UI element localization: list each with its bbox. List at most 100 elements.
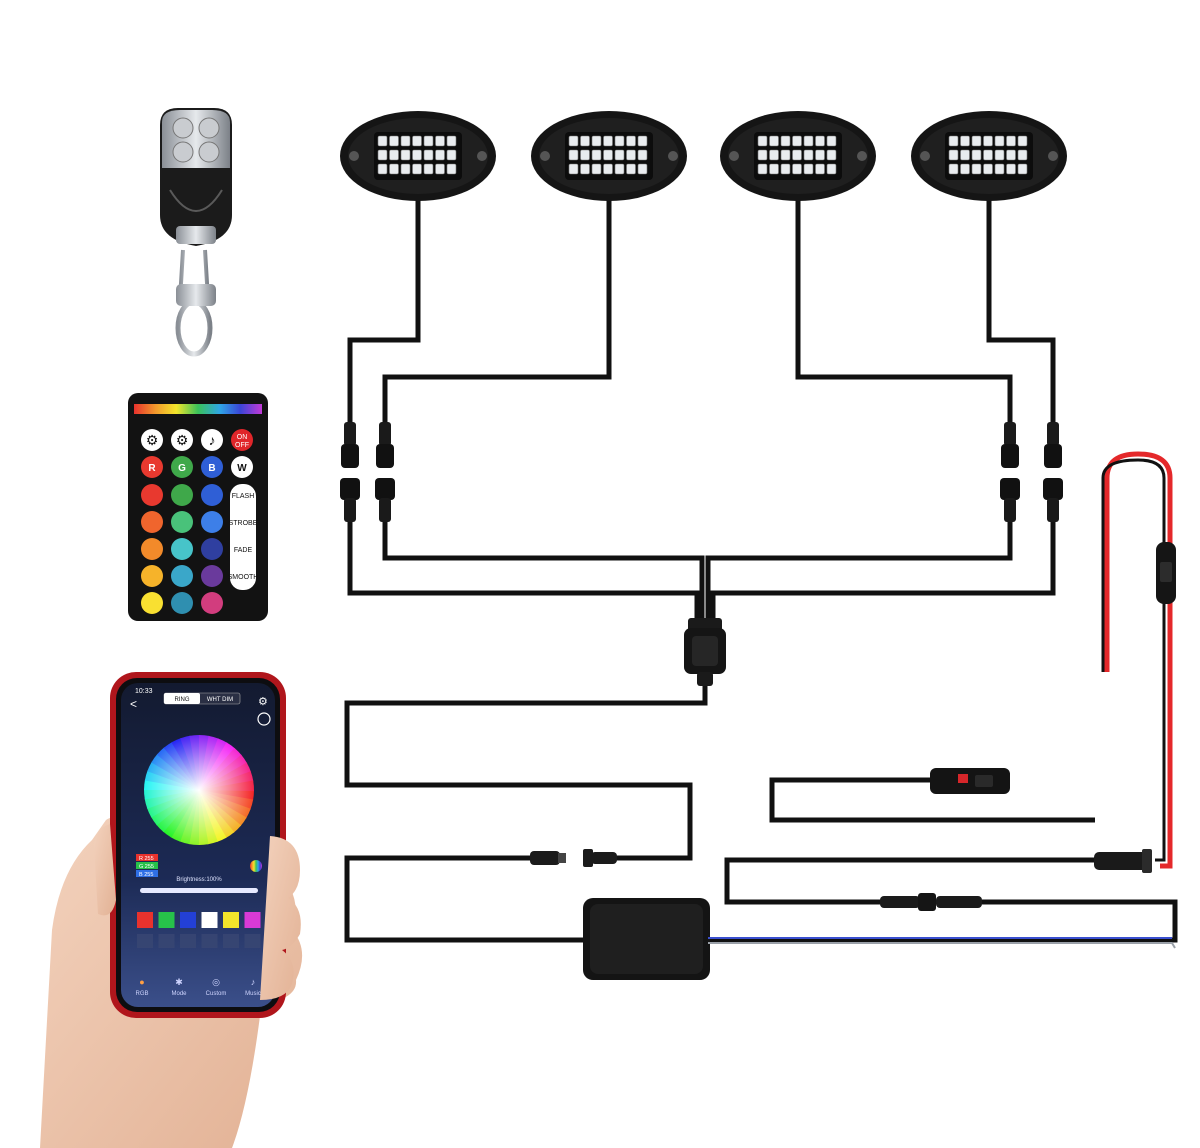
waterproof-connector-pair [1043, 422, 1063, 522]
empty-swatch [180, 934, 196, 948]
brightness-label: Brightness:100% [176, 877, 222, 883]
empty-swatch [137, 934, 153, 948]
back-icon: < [130, 697, 137, 711]
led-chip [580, 135, 590, 147]
remote-color-button [141, 511, 163, 533]
led-chip [603, 135, 613, 147]
led-chip [389, 135, 399, 147]
led-chip [1006, 163, 1016, 175]
led-chip [614, 149, 625, 161]
led-chip [803, 149, 814, 161]
led-chip [446, 163, 457, 175]
led-chip [400, 135, 411, 147]
fob-button [198, 117, 220, 139]
empty-swatch [223, 934, 239, 948]
bluetooth-controller-box [583, 898, 710, 980]
fob-button-grid [172, 117, 220, 163]
led-chip [1017, 135, 1028, 147]
led-chip [792, 135, 802, 147]
led-chip [377, 163, 388, 175]
remote-color-button [201, 538, 223, 560]
phone-screen [121, 683, 275, 1007]
controller-output-connector [880, 893, 982, 911]
svg-text:⚙: ⚙ [176, 432, 189, 448]
led-chip [423, 163, 434, 175]
led-chip [792, 163, 802, 175]
led-chip [435, 135, 445, 147]
remote-rgbw-button [201, 456, 223, 478]
led-chip [826, 135, 837, 147]
remote-color-button [141, 592, 163, 614]
remote-color-button [141, 538, 163, 560]
fob-button [172, 117, 194, 139]
phone-tab: WHT DIM [207, 697, 233, 703]
power-button-label: ON [237, 434, 248, 441]
remote-color-button [171, 565, 193, 587]
led-chip [389, 163, 399, 175]
status-time: 10:33 [135, 688, 153, 695]
led-chip [446, 135, 457, 147]
remote-mode-label: STROBE [229, 520, 258, 527]
led-chip [614, 163, 625, 175]
led-chip [994, 149, 1005, 161]
power-icon [257, 712, 271, 726]
remote-color-button [171, 484, 193, 506]
led-chip [971, 163, 982, 175]
led-chip [446, 149, 457, 161]
pod-1-wire [347, 200, 421, 425]
color-picker-icon [250, 860, 262, 872]
wiring-harness [344, 200, 1178, 943]
gear-icon [171, 429, 193, 451]
bottom-nav-label: Mode [171, 991, 187, 997]
main-trunk-wire [344, 680, 708, 861]
waterproof-connector-pair [1000, 422, 1020, 522]
rock-light-pod [340, 111, 496, 201]
led-chip [377, 149, 388, 161]
gear-icon [141, 429, 163, 451]
remote-rgbw-label: B [208, 463, 215, 474]
led-chip [580, 149, 590, 161]
led-chip [780, 149, 791, 161]
led-chip [757, 149, 768, 161]
led-chip [769, 135, 779, 147]
remote-rgbw-button [141, 456, 163, 478]
led-chip [412, 135, 422, 147]
svg-text:♪: ♪ [209, 432, 216, 448]
led-chip [948, 149, 959, 161]
color-swatch [201, 912, 218, 928]
led-chip [568, 149, 579, 161]
fob-button [198, 141, 220, 163]
color-wheel [144, 735, 254, 845]
switch-loop-wire [769, 777, 1095, 823]
rock-light-pod [911, 111, 1067, 201]
led-chip [591, 149, 602, 161]
led-chip [826, 163, 837, 175]
led-chip [423, 135, 434, 147]
controller-output-wire [708, 899, 1178, 943]
empty-swatch [158, 934, 175, 948]
led-chip [948, 135, 959, 147]
remote-color-button [171, 592, 193, 614]
four-way-splitter [684, 618, 726, 686]
rock-light-pods [340, 111, 1067, 201]
led-chip [1006, 149, 1016, 161]
color-swatch [180, 912, 196, 928]
led-chip [792, 149, 802, 161]
led-chip [971, 149, 982, 161]
extension-wire [344, 855, 585, 943]
remote-rgbw-button [231, 456, 253, 478]
led-chip [769, 149, 779, 161]
led-chip [983, 135, 993, 147]
led-chip [780, 163, 791, 175]
led-chip [637, 135, 648, 147]
power-button-label: OFF [235, 442, 249, 449]
remote-color-button [141, 484, 163, 506]
led-chip [568, 135, 579, 147]
svg-text:⚙: ⚙ [146, 432, 159, 448]
led-chip [803, 135, 814, 147]
rgb-readout: G 255 [139, 864, 154, 870]
remote-color-button [171, 538, 193, 560]
inline-fuse-holder [1156, 542, 1176, 604]
